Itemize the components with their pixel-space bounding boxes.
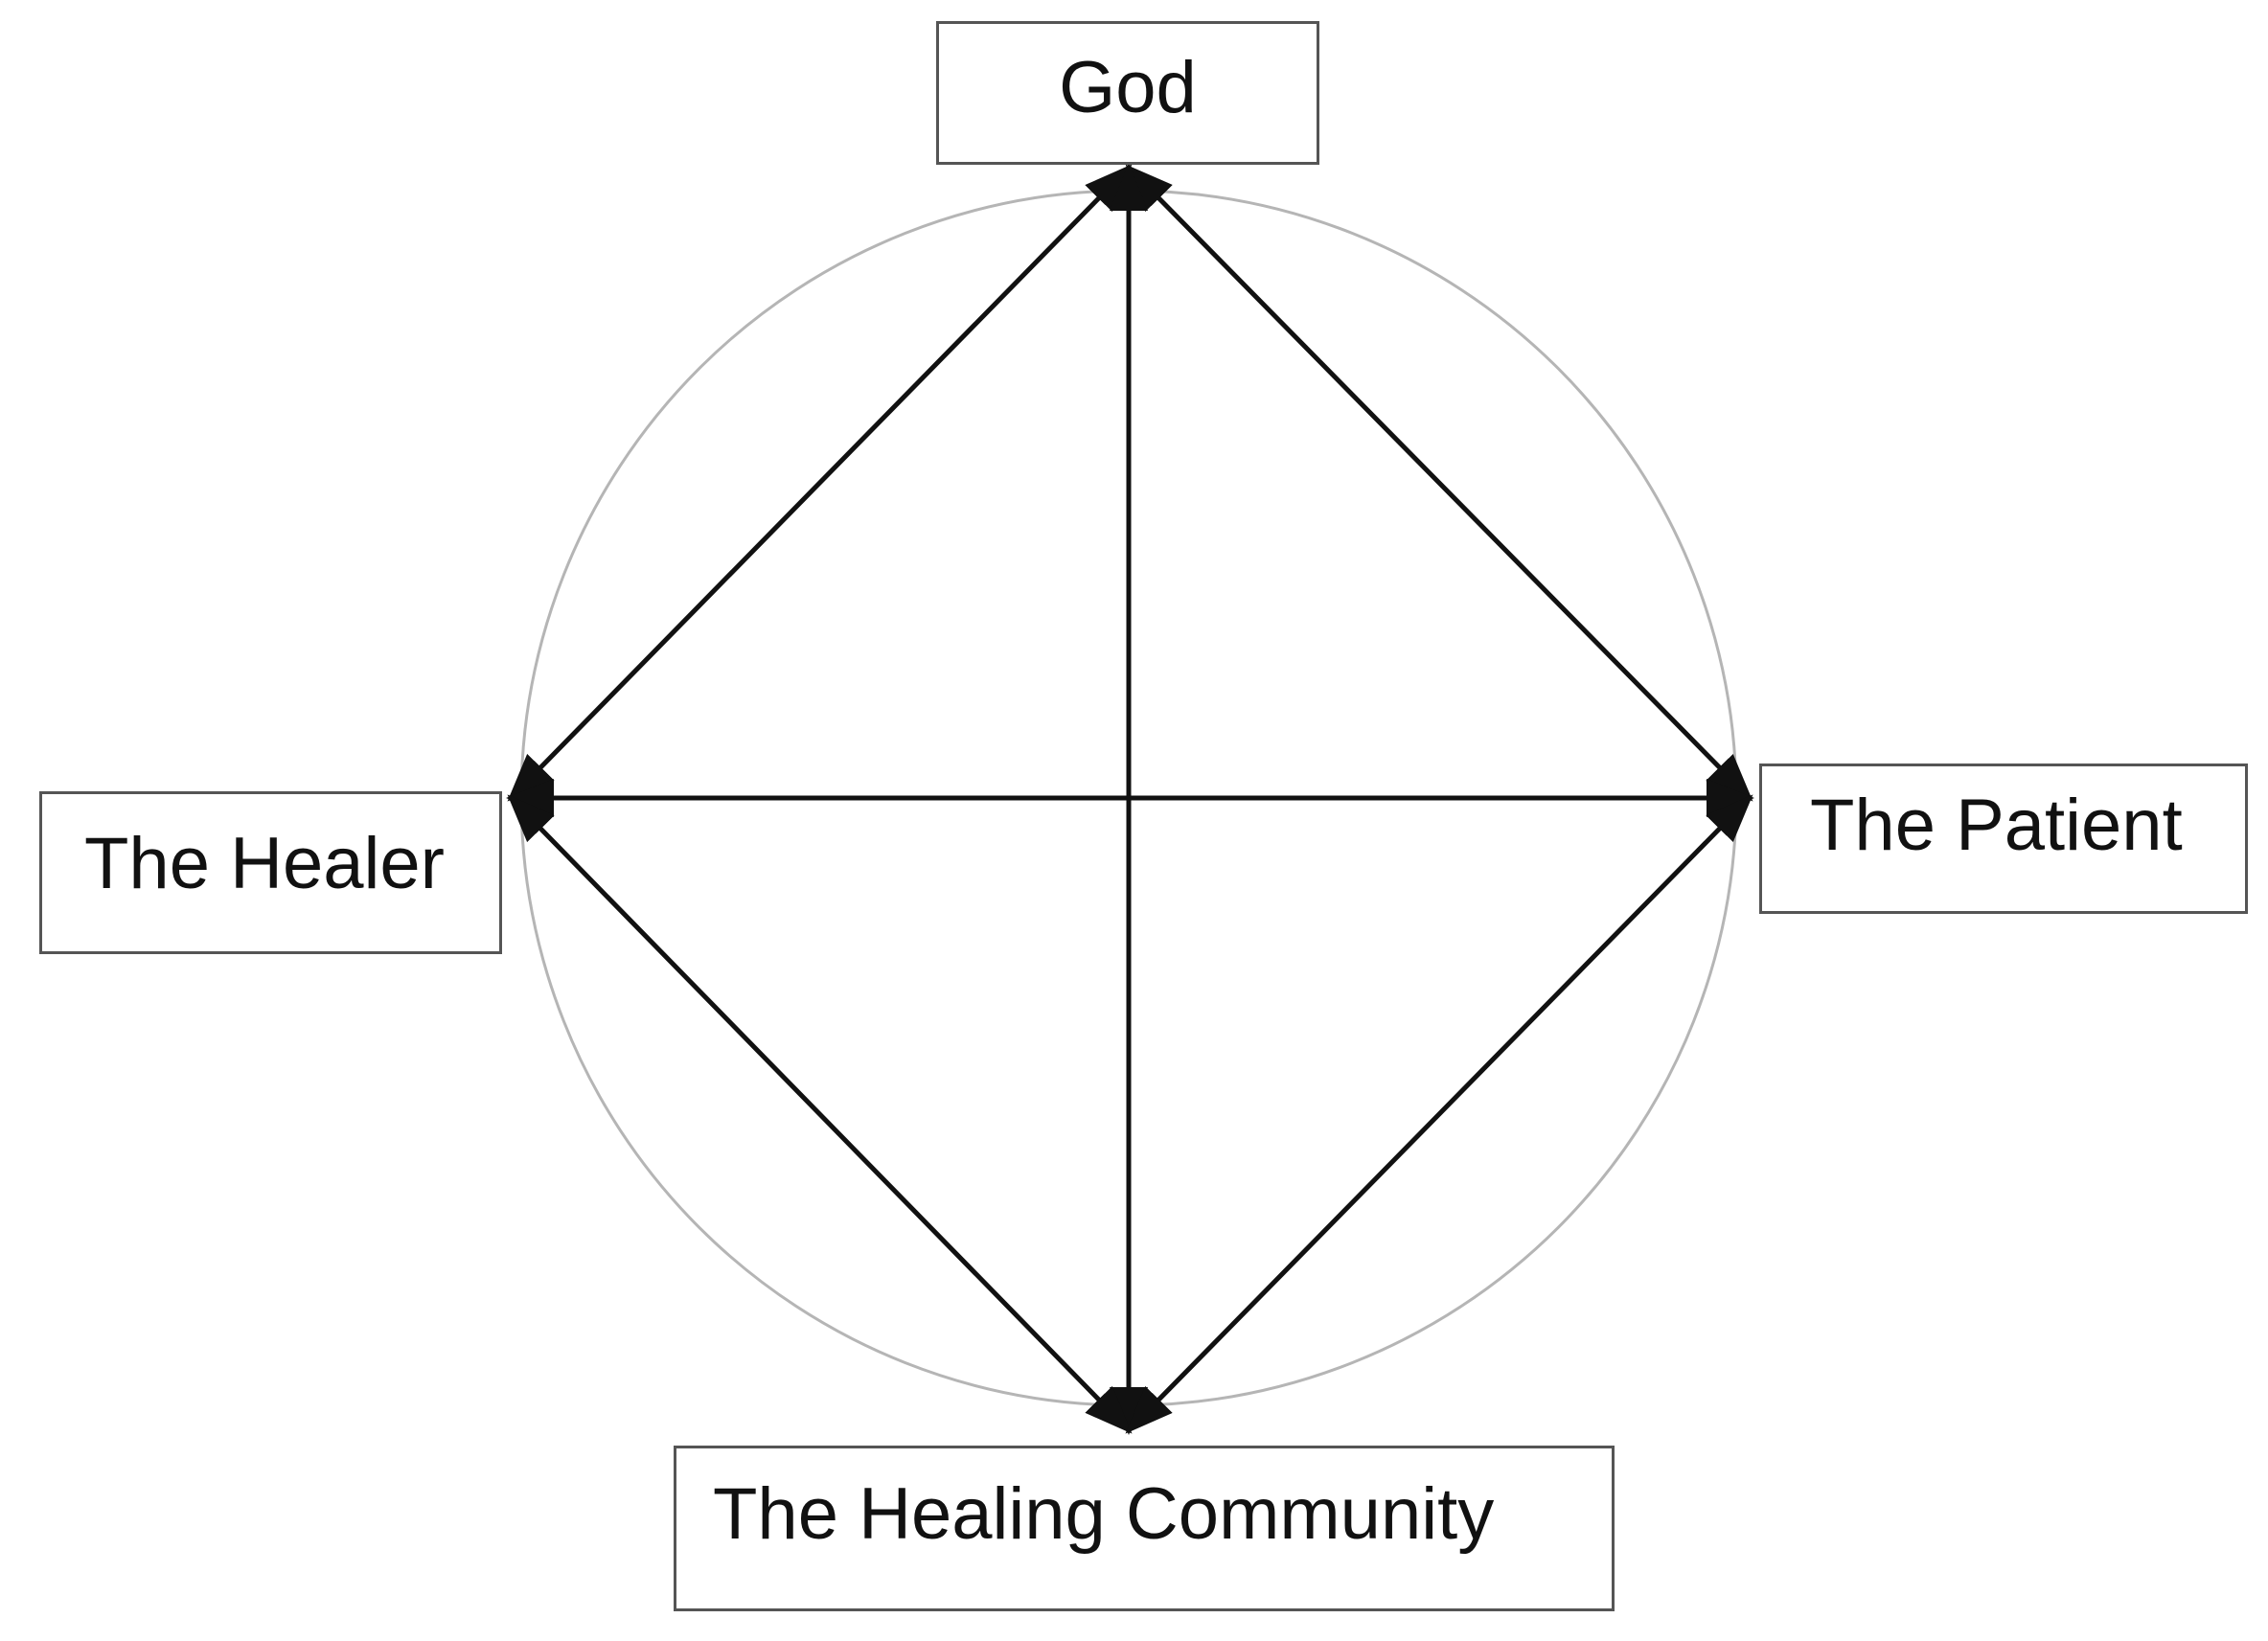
arrow-patient-community xyxy=(1125,794,1753,1434)
arrow-god-healer xyxy=(507,164,1133,802)
node-the-healing-community-label: The Healing Community xyxy=(713,1472,1495,1555)
arrow-healer-community xyxy=(507,794,1133,1434)
node-god: God xyxy=(936,21,1319,165)
node-the-patient: The Patient xyxy=(1759,764,2248,914)
node-the-healing-community: The Healing Community xyxy=(674,1446,1615,1611)
arrow-god-patient xyxy=(1125,164,1753,802)
node-the-healer-label: The Healer xyxy=(84,823,445,904)
node-the-healer: The Healer xyxy=(39,791,502,954)
node-the-patient-label: The Patient xyxy=(1810,784,2183,866)
edge-layer xyxy=(506,163,1754,1435)
node-god-label: God xyxy=(1059,47,1197,128)
